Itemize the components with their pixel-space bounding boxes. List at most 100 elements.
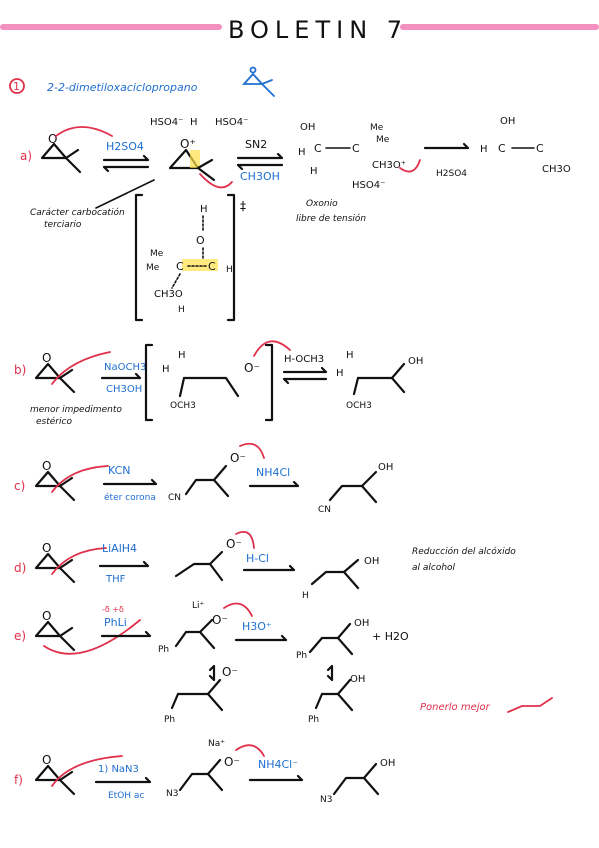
- svg-text:O: O: [42, 753, 51, 767]
- nh4cl-label-c: NH4Cl: [256, 466, 290, 479]
- arrow-d2: [242, 564, 296, 572]
- svg-text:Ph: Ph: [296, 651, 307, 661]
- svg-text:H: H: [302, 591, 309, 601]
- ch3oh-label-a: CH3OH: [240, 170, 280, 183]
- svg-text:N3: N3: [166, 789, 178, 799]
- svg-text:O: O: [196, 234, 205, 247]
- arrow-curved-f1: [51, 755, 123, 787]
- intermediate-f: Na⁺ N3 O⁻: [166, 739, 240, 799]
- product-f: N3 OH: [320, 758, 395, 805]
- hcl-label: H-Cl: [246, 552, 269, 565]
- epoxide-e: O: [34, 609, 76, 652]
- reagent-c-eter: éter corona: [104, 492, 156, 503]
- hso4-label-1: HSO4⁻: [150, 117, 183, 128]
- arrow-f2: [248, 774, 304, 782]
- svg-text:Ph: Ph: [164, 715, 175, 725]
- equilibrium-b2: [282, 366, 328, 385]
- problem-number: 1: [13, 80, 20, 93]
- svg-text:H: H: [226, 265, 233, 275]
- svg-text:OH: OH: [408, 356, 423, 367]
- svg-text:CH3O: CH3O: [542, 164, 571, 175]
- svg-text:O⁻: O⁻: [224, 755, 240, 769]
- note-pointer-a: [95, 179, 155, 209]
- arrow-f1: [94, 776, 152, 784]
- epoxide-c: O: [34, 459, 76, 502]
- svg-text:H: H: [200, 204, 208, 215]
- svg-text:O: O: [42, 609, 51, 623]
- svg-text:O: O: [42, 459, 51, 473]
- svg-text:H: H: [162, 364, 170, 375]
- arrow-e1: [100, 630, 152, 638]
- alkoxide-b: H H OCH3 O⁻: [144, 343, 274, 422]
- svg-text:O: O: [42, 541, 51, 555]
- note-steric-2: estérico: [36, 416, 72, 427]
- arrow-curved-e2: [223, 602, 253, 617]
- part-e-label: e): [14, 629, 26, 643]
- equilibrium-a1: [102, 154, 150, 173]
- arrow-curved-a1: [55, 126, 113, 137]
- svg-text:CN: CN: [318, 505, 331, 515]
- h-label-1: H: [190, 117, 198, 128]
- product-e: Ph OH: [296, 618, 369, 661]
- arrow-curved-d1: [51, 547, 107, 575]
- page-title: BOLETIN 7: [228, 16, 408, 44]
- arrow-c2: [248, 480, 300, 488]
- intermediate-d: O⁻: [174, 537, 242, 582]
- arrow-curved-c2: [239, 442, 265, 459]
- arrow-curved-f2: [235, 744, 265, 757]
- part-d-label: d): [14, 561, 26, 575]
- note-reduction-1: Reducción del alcóxido: [412, 546, 516, 557]
- part-b-label: b): [14, 363, 26, 377]
- svg-text:OH: OH: [500, 116, 515, 127]
- sn2-label: SN2: [245, 138, 267, 151]
- svg-text:O⁻: O⁻: [230, 451, 246, 465]
- epoxide-f: O: [34, 753, 76, 796]
- reagent-e-phli: PhLi: [104, 616, 127, 629]
- note-carbocation-1: Carácter carbocatión: [30, 207, 125, 218]
- svg-text:OH: OH: [300, 122, 315, 133]
- protonated-epoxide: O⁺: [168, 137, 216, 182]
- svg-text:OH: OH: [350, 674, 365, 685]
- svg-text:O⁻: O⁻: [226, 537, 242, 551]
- transition-state: ‡ H O C C Me Me H CH3O H: [134, 193, 246, 322]
- arrow-curved-c1: [51, 465, 109, 493]
- svg-text:C: C: [352, 142, 360, 155]
- hso4-label-3: HSO4⁻: [352, 180, 385, 191]
- svg-text:H: H: [480, 144, 488, 155]
- hso4-label-2: HSO4⁻: [215, 117, 248, 128]
- svg-text:Na⁺: Na⁺: [208, 739, 225, 749]
- resonance-arrow-e2: [326, 664, 334, 682]
- epoxide-a: O: [40, 132, 82, 174]
- svg-text:Me: Me: [370, 123, 384, 133]
- reagent-f-etoh: EtOH ac: [108, 791, 144, 801]
- h2so4-label-out: H2SO4: [436, 169, 467, 179]
- intermediate-e: Li⁺ Ph O⁻: [158, 601, 228, 655]
- methoxy-alcohol-a: OH H C C CH3O: [480, 116, 571, 175]
- product-c: CN OH: [318, 462, 393, 515]
- note-carbocation-2: terciario: [44, 220, 82, 230]
- reagent-c-kcn: KCN: [108, 464, 131, 477]
- svg-text:C: C: [208, 260, 216, 273]
- svg-text:O⁺: O⁺: [180, 137, 196, 151]
- svg-text:H: H: [336, 368, 344, 379]
- oxonium-product: OH H C C Me Me CH3O⁺ H: [298, 122, 406, 177]
- svg-text:Me: Me: [146, 263, 160, 273]
- part-f-label: f): [14, 773, 23, 787]
- arrow-curved-b2: [253, 340, 291, 357]
- svg-text:O: O: [48, 132, 57, 146]
- svg-text:C: C: [498, 142, 506, 155]
- svg-text:H: H: [178, 305, 185, 315]
- svg-text:OH: OH: [354, 618, 369, 629]
- reagent-f-nan3: 1) NaN3: [98, 764, 139, 775]
- arrow-a2: [236, 152, 284, 160]
- svg-text:C: C: [314, 142, 322, 155]
- arrow-curved-e1: [43, 619, 141, 655]
- arrow-d1: [98, 560, 150, 568]
- epoxide-d: O: [34, 541, 76, 584]
- svg-text:O⁻: O⁻: [212, 613, 228, 627]
- svg-text:H: H: [298, 147, 306, 158]
- reagent-d-lialh4: LiAlH4: [102, 542, 137, 555]
- h3o-label: H3O⁺: [242, 620, 272, 633]
- part-a-label: a): [20, 149, 32, 163]
- resonance-arrow-e1: [208, 664, 216, 682]
